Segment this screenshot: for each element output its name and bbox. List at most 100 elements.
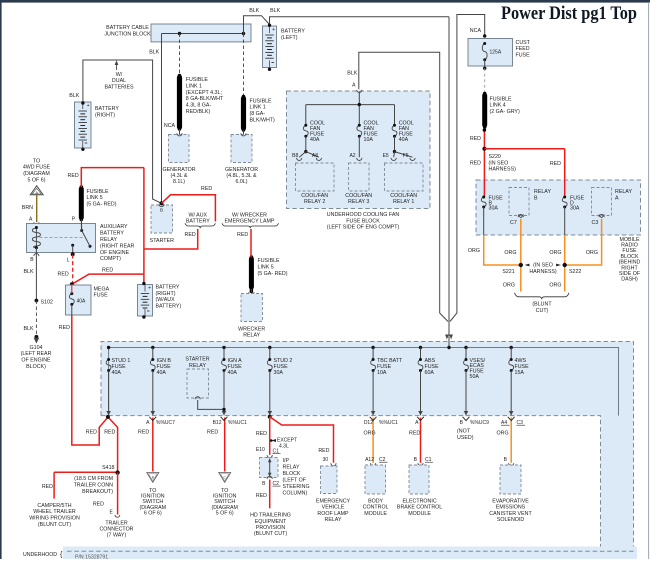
svg-text:HARNESS): HARNESS) xyxy=(489,167,517,173)
svg-text:COOL/FAN: COOL/FAN xyxy=(345,193,372,199)
svg-text:125A: 125A xyxy=(490,49,502,55)
svg-text:RELAY 3: RELAY 3 xyxy=(348,199,369,205)
svg-text:STARTER: STARTER xyxy=(185,357,209,363)
svg-text:40A: 40A xyxy=(112,370,122,376)
svg-text:BLK: BLK xyxy=(24,269,34,275)
svg-text:RED: RED xyxy=(138,430,149,436)
svg-text:VSES/: VSES/ xyxy=(470,358,486,364)
svg-text:15A: 15A xyxy=(515,370,525,376)
svg-text:A: A xyxy=(29,217,33,223)
svg-text:COOL: COOL xyxy=(399,121,414,127)
svg-text:G104: G104 xyxy=(30,345,43,351)
svg-text:(RIGHT): (RIGHT) xyxy=(95,113,115,119)
svg-text:A8: A8 xyxy=(312,153,318,159)
svg-text:WHEEL TRAILER: WHEEL TRAILER xyxy=(33,509,76,515)
svg-text:S220: S220 xyxy=(489,154,501,160)
svg-text:4WD FUSE: 4WD FUSE xyxy=(23,165,51,171)
svg-text:ORG: ORG xyxy=(549,250,561,256)
svg-text:B: B xyxy=(262,481,266,487)
svg-text:(NOT: (NOT xyxy=(457,429,471,435)
svg-text:UNDERHOOD COOLING FAN: UNDERHOOD COOLING FAN xyxy=(327,212,400,218)
svg-text:L: L xyxy=(67,257,70,263)
svg-text:B: B xyxy=(489,200,493,206)
svg-text:TBC BATT: TBC BATT xyxy=(377,358,403,364)
svg-text:C1: C1 xyxy=(273,449,280,455)
svg-text:FAN: FAN xyxy=(364,126,374,132)
svg-text:ORG: ORG xyxy=(586,250,598,256)
svg-text:IGNITION: IGNITION xyxy=(213,494,237,500)
svg-text:30A: 30A xyxy=(570,205,580,211)
svg-text:TO: TO xyxy=(221,488,228,494)
svg-text:E: E xyxy=(109,510,113,516)
svg-text:(BLUNT CUT): (BLUNT CUT) xyxy=(38,522,71,528)
svg-text:RIGHT: RIGHT xyxy=(621,265,638,271)
svg-text:40A: 40A xyxy=(310,137,320,143)
svg-text:RED: RED xyxy=(59,325,70,331)
svg-text:BRAKE CONTROL: BRAKE CONTROL xyxy=(397,505,442,511)
svg-text:30A: 30A xyxy=(489,205,499,211)
svg-text:+: + xyxy=(87,103,90,109)
svg-text:FUSE: FUSE xyxy=(94,293,109,299)
svg-text:RELAY 1: RELAY 1 xyxy=(393,199,414,205)
svg-text:BLK: BLK xyxy=(249,8,259,14)
svg-text:6.0L): 6.0L) xyxy=(235,179,247,185)
svg-text:RED: RED xyxy=(86,430,97,436)
svg-text:BATTERY CABLE: BATTERY CABLE xyxy=(106,25,149,31)
svg-text:EXCEPT: EXCEPT xyxy=(277,438,297,444)
svg-text:C1: C1 xyxy=(425,457,432,463)
svg-text:BATTERY: BATTERY xyxy=(186,218,210,224)
svg-text:A4: A4 xyxy=(501,420,507,426)
svg-text:A: A xyxy=(352,83,356,89)
svg-text:FUSE: FUSE xyxy=(310,132,325,138)
svg-text:CONNECTOR: CONNECTOR xyxy=(99,527,133,533)
svg-text:B: B xyxy=(504,457,508,463)
svg-text:C2: C2 xyxy=(273,481,280,487)
svg-text:%%UC7: %%UC7 xyxy=(156,420,175,426)
svg-text:RED: RED xyxy=(409,431,420,437)
svg-text:NCA: NCA xyxy=(470,28,482,34)
svg-text:W/ AUX: W/ AUX xyxy=(189,212,208,218)
svg-text:(IN SEO: (IN SEO xyxy=(533,262,553,268)
svg-text:MODULE: MODULE xyxy=(364,511,387,517)
svg-text:EMERGENCY: EMERGENCY xyxy=(316,499,351,505)
svg-text:PROVISION: PROVISION xyxy=(256,525,286,531)
svg-text:EQUIPMENT: EQUIPMENT xyxy=(255,519,287,525)
svg-text:(BLUNT: (BLUNT xyxy=(532,302,552,308)
svg-text:40A: 40A xyxy=(399,137,409,143)
svg-text:BATTERY: BATTERY xyxy=(95,106,119,112)
svg-text:C3: C3 xyxy=(592,220,599,226)
svg-text:BODY: BODY xyxy=(368,499,383,505)
svg-text:W/: W/ xyxy=(116,72,123,78)
svg-text:LINK 5: LINK 5 xyxy=(87,195,103,201)
svg-text:SWITCH: SWITCH xyxy=(142,499,163,505)
svg-text:(DIAGRAM: (DIAGRAM xyxy=(140,505,167,511)
svg-text:B: B xyxy=(414,457,418,463)
svg-text:COOL: COOL xyxy=(310,121,325,127)
svg-text:10A: 10A xyxy=(377,370,387,376)
svg-text:BLK: BLK xyxy=(149,50,159,56)
svg-text:JUNCTION BLOCK: JUNCTION BLOCK xyxy=(104,32,151,38)
svg-text:BATTERY: BATTERY xyxy=(281,29,305,35)
svg-text:EVAPORATIVE: EVAPORATIVE xyxy=(492,499,529,505)
svg-text:LINK 1: LINK 1 xyxy=(186,83,202,89)
svg-text:TRAILER: TRAILER xyxy=(105,520,128,526)
svg-text:RED: RED xyxy=(470,161,481,167)
svg-text:S418: S418 xyxy=(102,465,114,471)
svg-text:ORG: ORG xyxy=(364,431,376,437)
svg-text:(LEFT OF: (LEFT OF xyxy=(283,478,307,484)
svg-text:+: + xyxy=(272,27,275,33)
svg-text:STARTER: STARTER xyxy=(150,238,174,244)
svg-text:(LEFT REAR: (LEFT REAR xyxy=(21,351,52,357)
svg-text:B8: B8 xyxy=(292,153,298,159)
svg-text:RED: RED xyxy=(93,502,104,508)
svg-text:(EXCEPT 4.3L;: (EXCEPT 4.3L; xyxy=(186,90,222,96)
svg-text:ORG: ORG xyxy=(549,283,561,289)
svg-text:W/ WRECKER: W/ WRECKER xyxy=(232,212,267,218)
svg-text:(18.5 CM FROM: (18.5 CM FROM xyxy=(74,476,113,482)
svg-text:ECAS: ECAS xyxy=(470,363,485,369)
svg-text:USED): USED) xyxy=(457,435,474,441)
svg-text:STUD 1: STUD 1 xyxy=(112,358,131,364)
svg-text:40A: 40A xyxy=(157,370,167,376)
svg-text:RED: RED xyxy=(207,430,218,436)
svg-text:D12: D12 xyxy=(364,420,373,426)
